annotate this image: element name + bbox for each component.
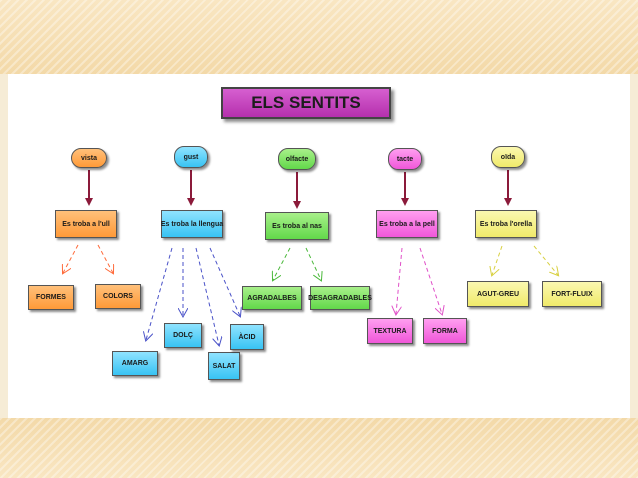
sense-olfacte: olfacte [278, 148, 316, 170]
diagram-title: ELS SENTITS [221, 87, 391, 119]
sense-vista: vista [71, 148, 107, 168]
item-amarg: AMARG [112, 351, 158, 376]
diagram-canvas [8, 74, 630, 418]
item-salat: SALAT [208, 352, 240, 380]
relation-oida: Es troba l'orella [475, 210, 537, 238]
top-decorative-band [0, 0, 638, 74]
item-dolc: DOLÇ [164, 323, 202, 348]
item-agradalbes: AGRADALBES [242, 286, 302, 310]
item-colors: COLORS [95, 284, 141, 309]
sense-tacte: tacte [388, 148, 422, 170]
sense-gust: gust [174, 146, 208, 168]
relation-gust: Es troba la llengua [161, 210, 223, 238]
sense-oida: oïda [491, 146, 525, 168]
item-textura: TEXTURA [367, 318, 413, 344]
item-desagradables: DESAGRADABLES [308, 286, 372, 310]
item-formes: FORMES [28, 285, 74, 310]
item-forma: FORMA [423, 318, 467, 344]
item-fort-fluix: FORT-FLUIX [542, 281, 602, 307]
relation-vista: Es troba a l'ull [55, 210, 117, 238]
bottom-decorative-band [0, 418, 638, 478]
item-acid: ÀCID [230, 324, 264, 350]
relation-olfacte: Es troba al nas [265, 212, 329, 240]
item-agut-greu: AGUT-GREU [467, 281, 529, 307]
relation-tacte: Es troba a la pell [376, 210, 438, 238]
